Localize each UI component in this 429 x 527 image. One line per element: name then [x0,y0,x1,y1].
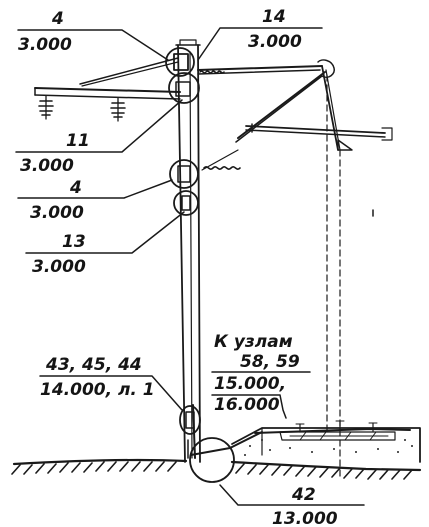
leader-lines [15,27,365,506]
callout-c2: 14 3.000 [248,7,302,52]
callout-c3-bottom: 3.000 [20,156,74,176]
callout-c3: 11 3.000 [20,131,90,176]
detail-circle-c1 [165,47,195,77]
detail-circle-c2 [168,72,200,104]
callout-c4: 4 3.000 [30,178,84,223]
detail-circle-c4 [173,190,199,216]
callout-c5-bottom: 3.000 [32,257,86,277]
callout-c1: 4 3.000 [18,9,72,55]
callout-c6: 43, 45, 44 14.000, л. 1 [40,355,155,400]
callout-c6-bottom: 14.000, л. 1 [40,380,155,400]
callout-c1-bottom: 3.000 [18,35,72,55]
cantilever-insulator-lower [201,149,241,171]
cantilever-vertical [317,59,341,151]
insulator-left-1 [38,95,54,120]
callout-c7-title: К узлам [214,332,293,352]
callout-c8: 42 13.000 [272,485,338,527]
horizontal-console [245,123,393,151]
dashed-axis-lines [326,74,374,481]
callout-c4-bottom: 3.000 [30,203,84,223]
callout-c5: 13 3.000 [32,232,86,277]
callout-c4-top: 4 [69,178,82,198]
callout-c8-bottom: 13.000 [272,509,338,527]
detail-circle-c6 [189,437,235,483]
callout-c1-top: 4 [51,9,64,29]
insulator-left-2 [110,97,126,122]
pole-mast [175,39,201,463]
callout-c8-top: 42 [291,485,316,505]
suspension-insulator-14 [199,70,225,74]
cantilever-top-tube [197,65,323,75]
callout-c7-bottom1: 15.000, [214,374,286,394]
callout-c7-bottom2: 16.000 [214,395,280,415]
callout-c7: К узлам 58, 59 15.000, 16.000 [214,332,300,415]
left-crossarm [34,57,181,100]
callout-c2-top: 14 [262,7,286,27]
callout-c6-top: 43, 45, 44 [45,355,142,375]
ground [11,458,422,480]
callout-c7-top: 58, 59 [240,352,300,372]
detail-circle-c3 [169,159,199,189]
callout-c3-top: 11 [66,131,90,151]
foundation-block [187,420,421,463]
callout-c2-bottom: 3.000 [248,32,302,52]
callout-c5-top: 13 [62,232,86,252]
detail-circle-c5 [179,405,201,435]
